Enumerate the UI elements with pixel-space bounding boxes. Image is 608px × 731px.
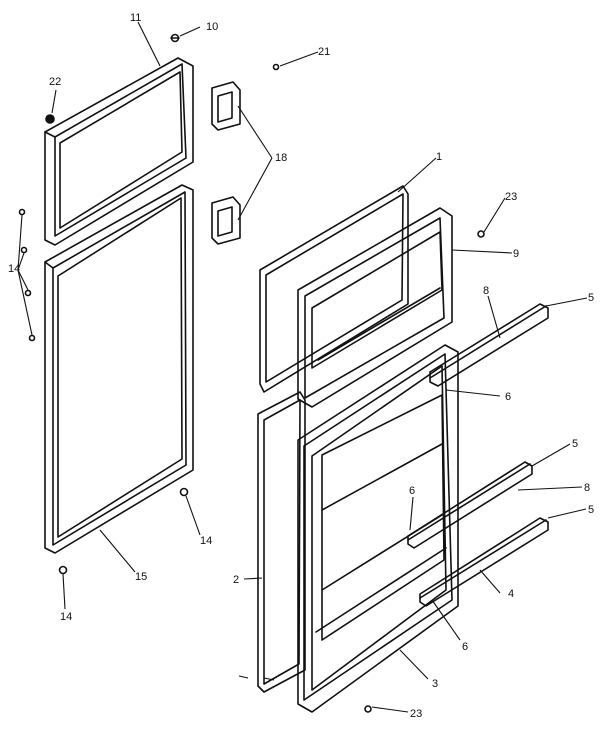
callout-22: 22 [49, 76, 61, 88]
callout-6-middle: 6 [409, 485, 415, 497]
fresh-food-gasket [257, 391, 306, 693]
callout-8-upper: 8 [483, 285, 489, 297]
callout-21: 21 [318, 46, 330, 58]
shelf-bar-lower [419, 517, 549, 607]
screw-10 [170, 33, 180, 43]
screw-23-upper [477, 230, 485, 238]
callout-14-bottom: 14 [60, 611, 72, 623]
plug-22 [45, 114, 55, 124]
plug-14-bottom [58, 565, 68, 575]
callout-14-left: 14 [8, 263, 20, 275]
fresh-food-door-panel [44, 184, 194, 554]
freezer-door-panel [44, 57, 194, 246]
hinge-bracket-lower [211, 196, 241, 245]
freezer-gasket [259, 185, 409, 393]
callout-18: 18 [275, 152, 287, 164]
callout-5-upper: 5 [588, 292, 594, 304]
callout-15: 15 [135, 571, 147, 583]
shelf-bar-upper [429, 303, 549, 387]
fresh-food-door-liner [297, 344, 459, 713]
leader-lines [17, 21, 588, 713]
callout-4: 4 [508, 588, 514, 600]
callout-8-middle: 8 [584, 482, 590, 494]
screw-21 [272, 63, 280, 71]
callout-1: 1 [436, 151, 442, 163]
screw-23-lower [364, 705, 372, 713]
plugs-14-side [18, 208, 36, 342]
callout-labels: 11 10 21 22 18 1 23 9 14 8 5 6 5 8 6 5 1… [8, 12, 594, 720]
callout-14-right: 14 [200, 535, 212, 547]
callout-9: 9 [513, 248, 519, 260]
callout-10: 10 [206, 21, 218, 33]
plug-14-lower-right [179, 487, 189, 497]
shelf-bar-middle [407, 461, 533, 549]
hinge-bracket-upper [211, 81, 241, 131]
callout-2: 2 [233, 574, 239, 586]
callout-23-lower: 23 [410, 708, 422, 720]
freezer-door-liner [297, 207, 453, 408]
callout-5-middle: 5 [572, 438, 578, 450]
callout-23-upper: 23 [505, 191, 517, 203]
callout-5-lower: 5 [588, 504, 594, 516]
callout-6-lower: 6 [462, 641, 468, 653]
callout-3: 3 [432, 678, 438, 690]
callout-6-upper: 6 [505, 391, 511, 403]
callout-11: 11 [130, 12, 141, 24]
